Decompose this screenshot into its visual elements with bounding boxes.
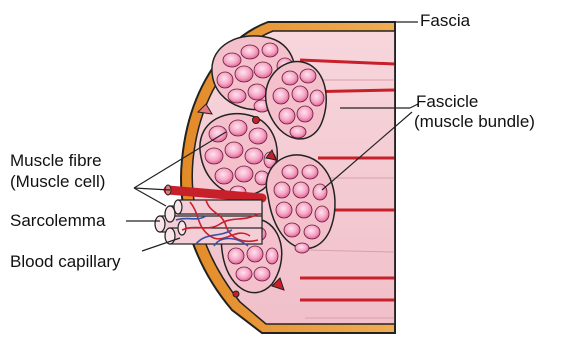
label-fascia: Fascia — [420, 11, 470, 31]
label-muscle-cell: (Muscle cell) — [10, 172, 105, 192]
label-muscle-fibre: Muscle fibre — [10, 151, 102, 171]
label-fascicle: Fascicle — [416, 92, 478, 112]
label-sarcolemma: Sarcolemma — [10, 211, 105, 231]
label-blood-capillary: Blood capillary — [10, 252, 121, 272]
label-fascicle-subtitle: (muscle bundle) — [414, 112, 535, 132]
